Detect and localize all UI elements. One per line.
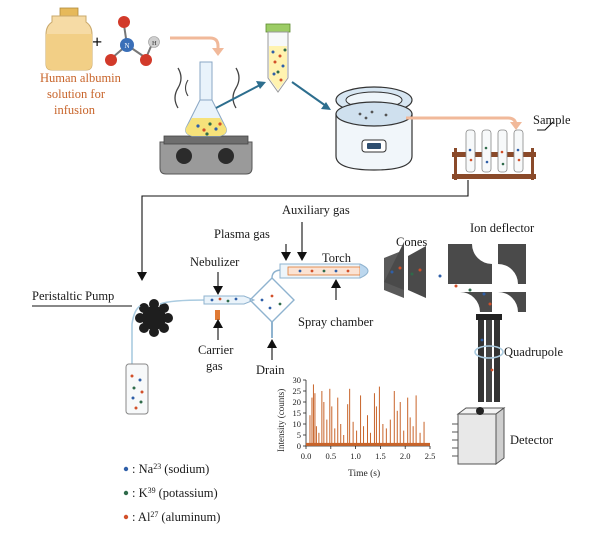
sodium-dot-icon bbox=[123, 466, 129, 472]
quadrupole-label: Quadrupole bbox=[504, 345, 563, 359]
legend-item-aluminum: : Al27(aluminum) bbox=[123, 510, 220, 525]
legend-item-sodium: : Na23(sodium) bbox=[123, 462, 209, 477]
torch-label: Torch bbox=[322, 251, 352, 265]
aluminum-dot-icon bbox=[123, 514, 129, 520]
orange-arrow-to-rack bbox=[406, 116, 518, 127]
albumin-bottle bbox=[45, 7, 93, 71]
torch-icon bbox=[279, 263, 369, 279]
chart-y-label: Intensity (counts) bbox=[276, 389, 286, 452]
ion-deflector-label: Ion deflector bbox=[470, 221, 535, 235]
spray-chamber-icon bbox=[249, 269, 295, 338]
rack-to-pump-connector bbox=[141, 180, 469, 276]
chart-y-tick-label-1: 5 bbox=[297, 430, 301, 440]
hotplate-icon bbox=[159, 61, 253, 175]
sample-vial-icon bbox=[125, 363, 149, 415]
chart-x-tick-label-4: 2.0 bbox=[400, 451, 411, 461]
carrier-gas-arrowhead bbox=[213, 319, 223, 328]
legend-aluminum-text: : Al27(aluminum) bbox=[132, 510, 220, 525]
drain-label: Drain bbox=[256, 363, 285, 377]
detector-icon bbox=[452, 407, 506, 465]
nebulizer-icon bbox=[203, 295, 256, 320]
chart-x-tick-label-0: 0.0 bbox=[301, 451, 312, 461]
blue-arrow-flask-to-tube bbox=[215, 83, 263, 109]
chart-y-tick-label-0: 0 bbox=[297, 441, 301, 451]
chart-y-tick-label-4: 20 bbox=[293, 397, 302, 407]
test-tube-icon bbox=[265, 23, 291, 93]
chart-x-tick-label-5: 2.5 bbox=[425, 451, 436, 461]
spray-chamber-arrowhead bbox=[331, 279, 341, 288]
plus-sign: + bbox=[92, 32, 102, 52]
chart-y-tick-label-3: 15 bbox=[293, 408, 302, 418]
cones-icon bbox=[384, 242, 426, 298]
chart-x-tick-label-1: 0.5 bbox=[325, 451, 336, 461]
auxiliary-gas-arrowhead bbox=[297, 252, 307, 261]
blue-arrow-tube-to-digester bbox=[291, 81, 327, 107]
chart-y-tick-label-2: 10 bbox=[293, 419, 302, 429]
chart-y-tick-label-5: 25 bbox=[293, 386, 302, 396]
orange-arrow-to-hotplate bbox=[170, 36, 220, 50]
flask-particles bbox=[196, 122, 222, 136]
albumin-label-line2: solution for bbox=[47, 87, 106, 101]
chart-x-tick-label-2: 1.0 bbox=[350, 451, 361, 461]
drain-arrowhead bbox=[267, 339, 277, 348]
chart-x-label: Time (s) bbox=[348, 468, 380, 479]
peristaltic-pump-icon bbox=[135, 299, 173, 337]
quadrupole-icon bbox=[474, 314, 504, 402]
peristaltic-pump-label: Peristaltic Pump bbox=[32, 289, 114, 303]
orange-arrowhead-rack bbox=[510, 122, 522, 130]
chart-y-tick-label-6: 30 bbox=[293, 375, 302, 385]
hydrogen-atom-label: H bbox=[152, 40, 157, 47]
plasma-gas-label: Plasma gas bbox=[214, 227, 270, 241]
blue-arrowhead-tube bbox=[256, 81, 266, 89]
pump-output-tubing bbox=[159, 299, 207, 305]
albumin-label-line1: Human albumin bbox=[40, 71, 122, 85]
sample-rack-icon bbox=[452, 129, 536, 180]
plasma-gas-arrowhead bbox=[281, 252, 291, 261]
element-legend: : Na23(sodium) : K39(potassium) : Al27(a… bbox=[123, 462, 220, 525]
legend-item-potassium: : K39(potassium) bbox=[123, 486, 218, 501]
legend-potassium-text: : K39(potassium) bbox=[132, 486, 218, 501]
nitrogen-atom-label: N bbox=[125, 42, 130, 50]
nitric-acid-molecule: N H bbox=[105, 16, 160, 66]
spray-chamber-label: Spray chamber bbox=[298, 315, 374, 329]
auxiliary-gas-label: Auxiliary gas bbox=[282, 203, 350, 217]
chart-marks bbox=[306, 384, 430, 446]
cones-label: Cones bbox=[396, 235, 427, 249]
albumin-label-line3: infusion bbox=[54, 103, 96, 117]
orange-arrowhead-hotplate bbox=[212, 48, 224, 56]
nebulizer-label: Nebulizer bbox=[190, 255, 240, 269]
blue-arrowhead-digester bbox=[321, 102, 331, 110]
potassium-dot-icon bbox=[123, 490, 129, 496]
sample-label: Sample bbox=[533, 113, 571, 127]
microwave-digester-icon bbox=[335, 86, 413, 171]
nebulizer-arrowhead bbox=[213, 286, 223, 295]
legend-sodium-text: : Na23(sodium) bbox=[132, 462, 209, 477]
carrier-gas-label-line1: Carrier bbox=[198, 343, 234, 357]
ion-deflector-icon bbox=[438, 244, 526, 318]
sample-callout-line bbox=[537, 121, 554, 131]
carrier-gas-label-line2: gas bbox=[206, 359, 223, 373]
pump-arrowhead bbox=[137, 272, 147, 281]
detector-label: Detector bbox=[510, 433, 554, 447]
chart-x-tick-label-3: 1.5 bbox=[375, 451, 386, 461]
pump-uptake-tubing bbox=[131, 305, 141, 370]
